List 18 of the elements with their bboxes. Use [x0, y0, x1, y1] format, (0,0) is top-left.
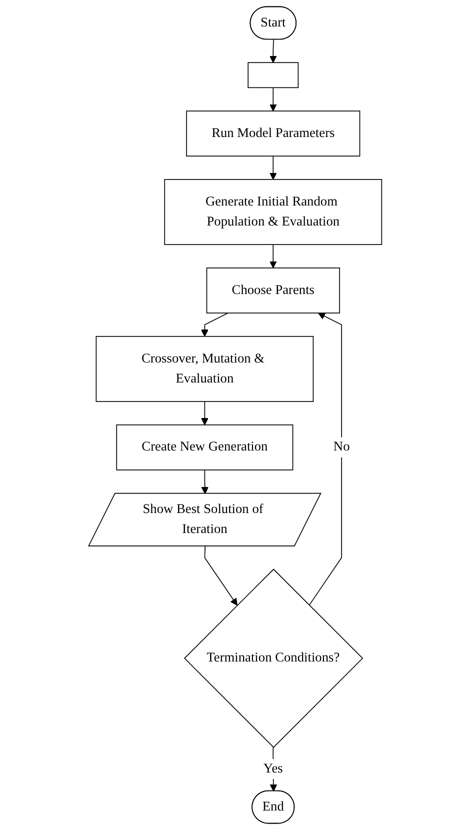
node-diamond: Termination Conditions? — [184, 568, 364, 748]
edge-label: No — [334, 440, 350, 454]
node-box: Create New Generation — [116, 424, 294, 470]
arrow — [309, 312, 342, 606]
edge-label: Yes — [264, 762, 284, 776]
arrow — [270, 244, 278, 268]
arrow — [270, 156, 278, 180]
node-box: Choose Parents — [206, 268, 340, 314]
arrow — [204, 546, 238, 606]
arrow — [201, 401, 209, 426]
arrow — [270, 39, 278, 63]
node-box: Crossover, Mutation & Evaluation — [96, 336, 314, 402]
node-box — [248, 62, 299, 88]
node-box: Run Model Parameters — [186, 110, 361, 156]
node-box: Generate Initial Random Population & Evaluation — [164, 179, 382, 245]
arrow — [202, 470, 209, 494]
arrow — [201, 312, 229, 337]
arrow — [270, 87, 278, 112]
